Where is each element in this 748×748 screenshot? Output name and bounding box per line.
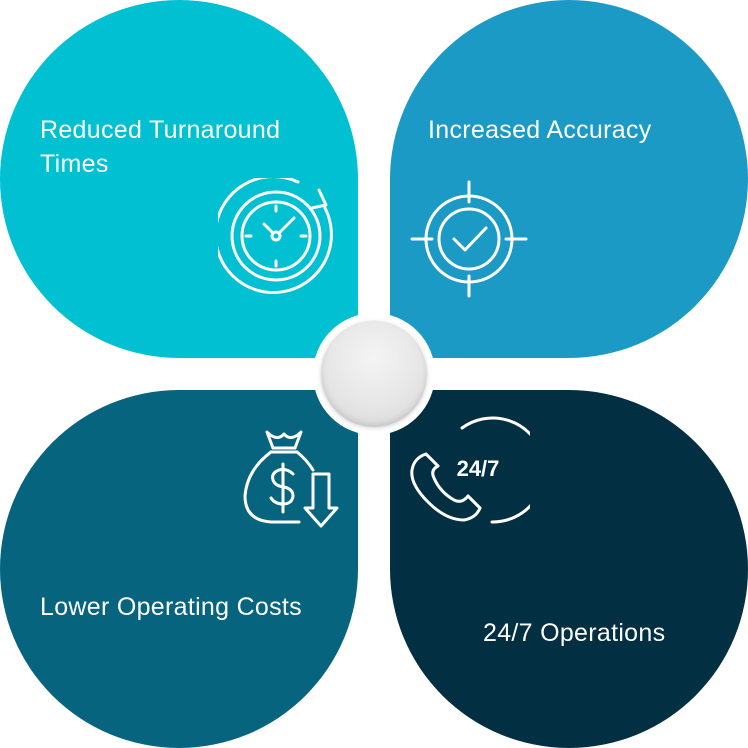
clock-refresh-icon (218, 178, 342, 302)
quadrant-lower-operating-costs: Lower Operating Costs (0, 390, 358, 748)
label-increased-accuracy: Increased Accuracy (428, 116, 652, 144)
quadrant-increased-accuracy: Increased Accuracy (390, 0, 748, 358)
phone-24-7-icon: 24/7 (406, 414, 530, 538)
label-lower-operating-costs: Lower Operating Costs (40, 593, 302, 621)
money-bag-down-arrow-icon (237, 412, 347, 536)
quadrant-24-7-operations: 24/7 24/7 Operations (390, 390, 748, 748)
label-24-7-operations: 24/7 Operations (483, 619, 666, 647)
quadrant-reduced-turnaround: Reduced Turnaround Times (0, 0, 358, 358)
target-check-icon (408, 178, 530, 300)
label-reduced-turnaround: Reduced Turnaround Times (40, 116, 281, 178)
center-circle-inner (321, 321, 427, 427)
icon-24-7-text: 24/7 (457, 456, 500, 481)
center-circle (313, 313, 435, 435)
